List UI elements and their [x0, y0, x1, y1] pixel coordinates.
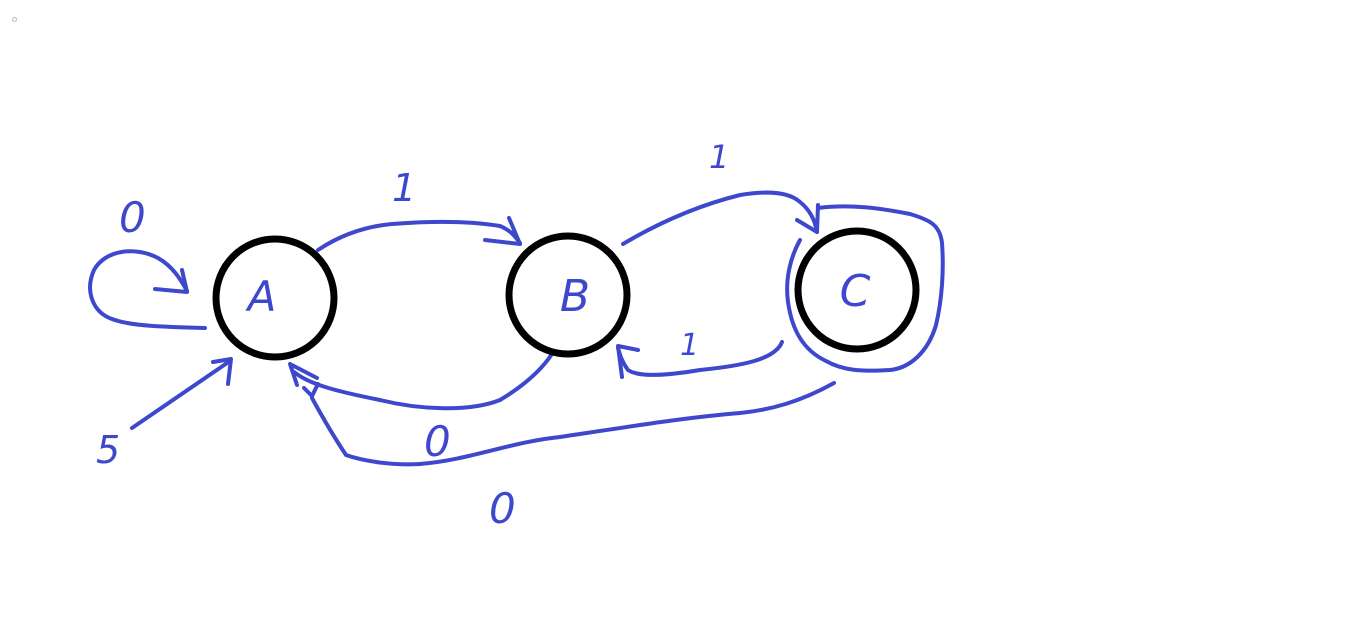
transition-b-c-label: 1 [709, 138, 729, 176]
transition-a-b-label: 1 [392, 166, 416, 210]
transition-c-b [616, 340, 784, 379]
state-c-circle [794, 227, 920, 353]
state-a-label: A [245, 272, 277, 321]
transition-c-a [302, 381, 836, 467]
transition-a-b [316, 216, 522, 252]
transition-c-b-label: 1 [680, 328, 699, 363]
state-b-circle [505, 232, 631, 358]
transition-b-c [621, 190, 820, 246]
transition-c-a-label: 0 [489, 484, 516, 533]
corner-marker [12, 17, 17, 22]
transition-a-a-label: 0 [119, 193, 146, 242]
transition-b-a-label: 0 [424, 417, 451, 466]
state-a-circle [212, 235, 338, 361]
accepting-marker [785, 204, 945, 373]
transition-b-a [288, 352, 554, 411]
initial-arrow [130, 357, 233, 430]
initial-arrow-label: 5 [96, 428, 120, 472]
state-c-label: C [840, 266, 871, 317]
transition-a-a [88, 249, 207, 330]
state-b-label: B [560, 271, 590, 322]
